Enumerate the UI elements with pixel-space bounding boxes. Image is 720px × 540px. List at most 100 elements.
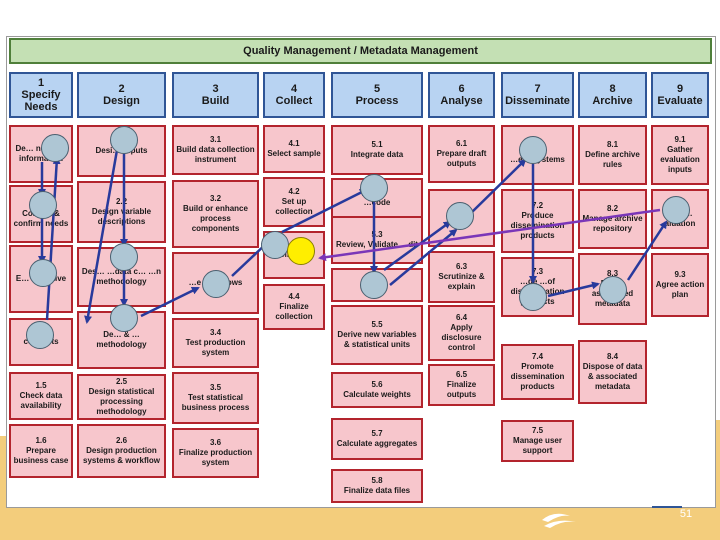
subprocess-label: Derive new variables & statistical units — [337, 330, 417, 349]
path-marker — [261, 231, 289, 259]
subprocess-number: 9.1 — [674, 135, 686, 144]
phase-name: Build — [201, 95, 230, 107]
subprocess-label: Set up collection — [275, 197, 313, 216]
subprocess-number: 4.4 — [288, 292, 300, 301]
path-marker — [110, 243, 138, 271]
subprocess-label: Promote dissemination products — [510, 362, 565, 391]
phase-name: Evaluate — [657, 95, 703, 107]
footer-rule — [652, 506, 682, 508]
subprocess-number: 3.1 — [209, 135, 222, 144]
subprocess-number: 3.5 — [209, 383, 222, 392]
subprocess-label: Gather evaluation inputs — [660, 145, 700, 174]
subprocess-number: 7.4 — [531, 352, 544, 361]
path-marker — [599, 276, 627, 304]
subprocess-label: Finalize data files — [343, 486, 411, 495]
diagram-title: Quality Management / Metadata Management — [9, 38, 712, 64]
subprocess-label: Manage archive repository — [582, 214, 643, 233]
phase-name: Disseminate — [505, 95, 570, 107]
subprocess-label: Define archive rules — [585, 150, 640, 169]
subprocess-number: 7.2 — [531, 201, 544, 210]
subprocess-number: 8.4 — [606, 352, 619, 361]
path-marker — [519, 283, 547, 311]
subprocess-number: 7.3 — [531, 267, 544, 276]
subprocess-number: 8.2 — [606, 204, 619, 213]
subprocess-number: 7.5 — [531, 426, 544, 435]
subprocess-number: 6.4 — [455, 313, 468, 322]
logo-text: CELESTAT — [550, 496, 620, 510]
phase-number: 5 — [373, 83, 381, 95]
subprocess-number: 2.6 — [115, 436, 128, 445]
subprocess-number: 6.1 — [455, 139, 468, 148]
phase-name: Archive — [592, 95, 633, 107]
phase-name: Specify Needs — [21, 89, 61, 113]
path-marker — [360, 174, 388, 202]
subprocess-label: Prepare business case — [13, 446, 69, 465]
subprocess-label: Finalize outputs — [446, 380, 477, 399]
path-marker — [202, 270, 230, 298]
subprocess-label: Agree action plan — [655, 280, 705, 299]
subprocess-number: 8.1 — [606, 140, 619, 149]
subprocess-label: Calculate weights — [343, 390, 411, 399]
path-marker — [519, 136, 547, 164]
subprocess-label: Dispose of data & associated metadata — [582, 362, 643, 391]
path-marker — [446, 202, 474, 230]
subprocess-label: Apply disclosure control — [441, 323, 482, 352]
subprocess-number: 2.5 — [115, 377, 128, 386]
subprocess-label: Build or enhance process components — [183, 204, 248, 233]
subprocess-label: Prepare draft outputs — [436, 149, 487, 168]
subprocess-number: 3.6 — [209, 438, 222, 447]
path-marker — [29, 259, 57, 287]
logo-icon — [542, 513, 576, 528]
subprocess-label: Build data collection instrument — [176, 145, 255, 164]
subprocess-number: 5.1 — [371, 140, 383, 149]
path-marker — [41, 134, 69, 162]
subprocess-number: 3.2 — [209, 194, 222, 203]
subprocess-number: 6.5 — [455, 370, 468, 379]
subprocess-label: Integrate data — [350, 150, 404, 159]
subprocess-number: 5.8 — [371, 476, 383, 485]
subprocess-number: 4.2 — [288, 187, 300, 196]
phase-number: 7 — [534, 83, 541, 95]
phase-number: 2 — [118, 83, 125, 95]
path-marker — [110, 126, 138, 154]
subprocess-number: 3.4 — [209, 328, 222, 337]
subprocess-number: 2.2 — [115, 197, 128, 206]
subprocess-label: Review, Validate …dit — [336, 240, 418, 249]
subprocess-number: 5.6 — [371, 380, 383, 389]
subprocess-label: Scrutinize & explain — [438, 272, 485, 291]
subprocess-label: Des… …data c… …n methodology — [81, 267, 162, 286]
subprocess-number: 8.3 — [606, 269, 619, 278]
subprocess-number: 9.3 — [674, 270, 686, 279]
path-marker — [26, 321, 54, 349]
phase-number: 6 — [458, 83, 465, 95]
subprocess-number: 1.5 — [35, 381, 47, 390]
phase-number: 8 — [609, 83, 616, 95]
path-marker — [110, 304, 138, 332]
path-marker — [29, 191, 57, 219]
current-step-marker — [287, 237, 315, 265]
phase-name: Analyse — [440, 95, 483, 107]
